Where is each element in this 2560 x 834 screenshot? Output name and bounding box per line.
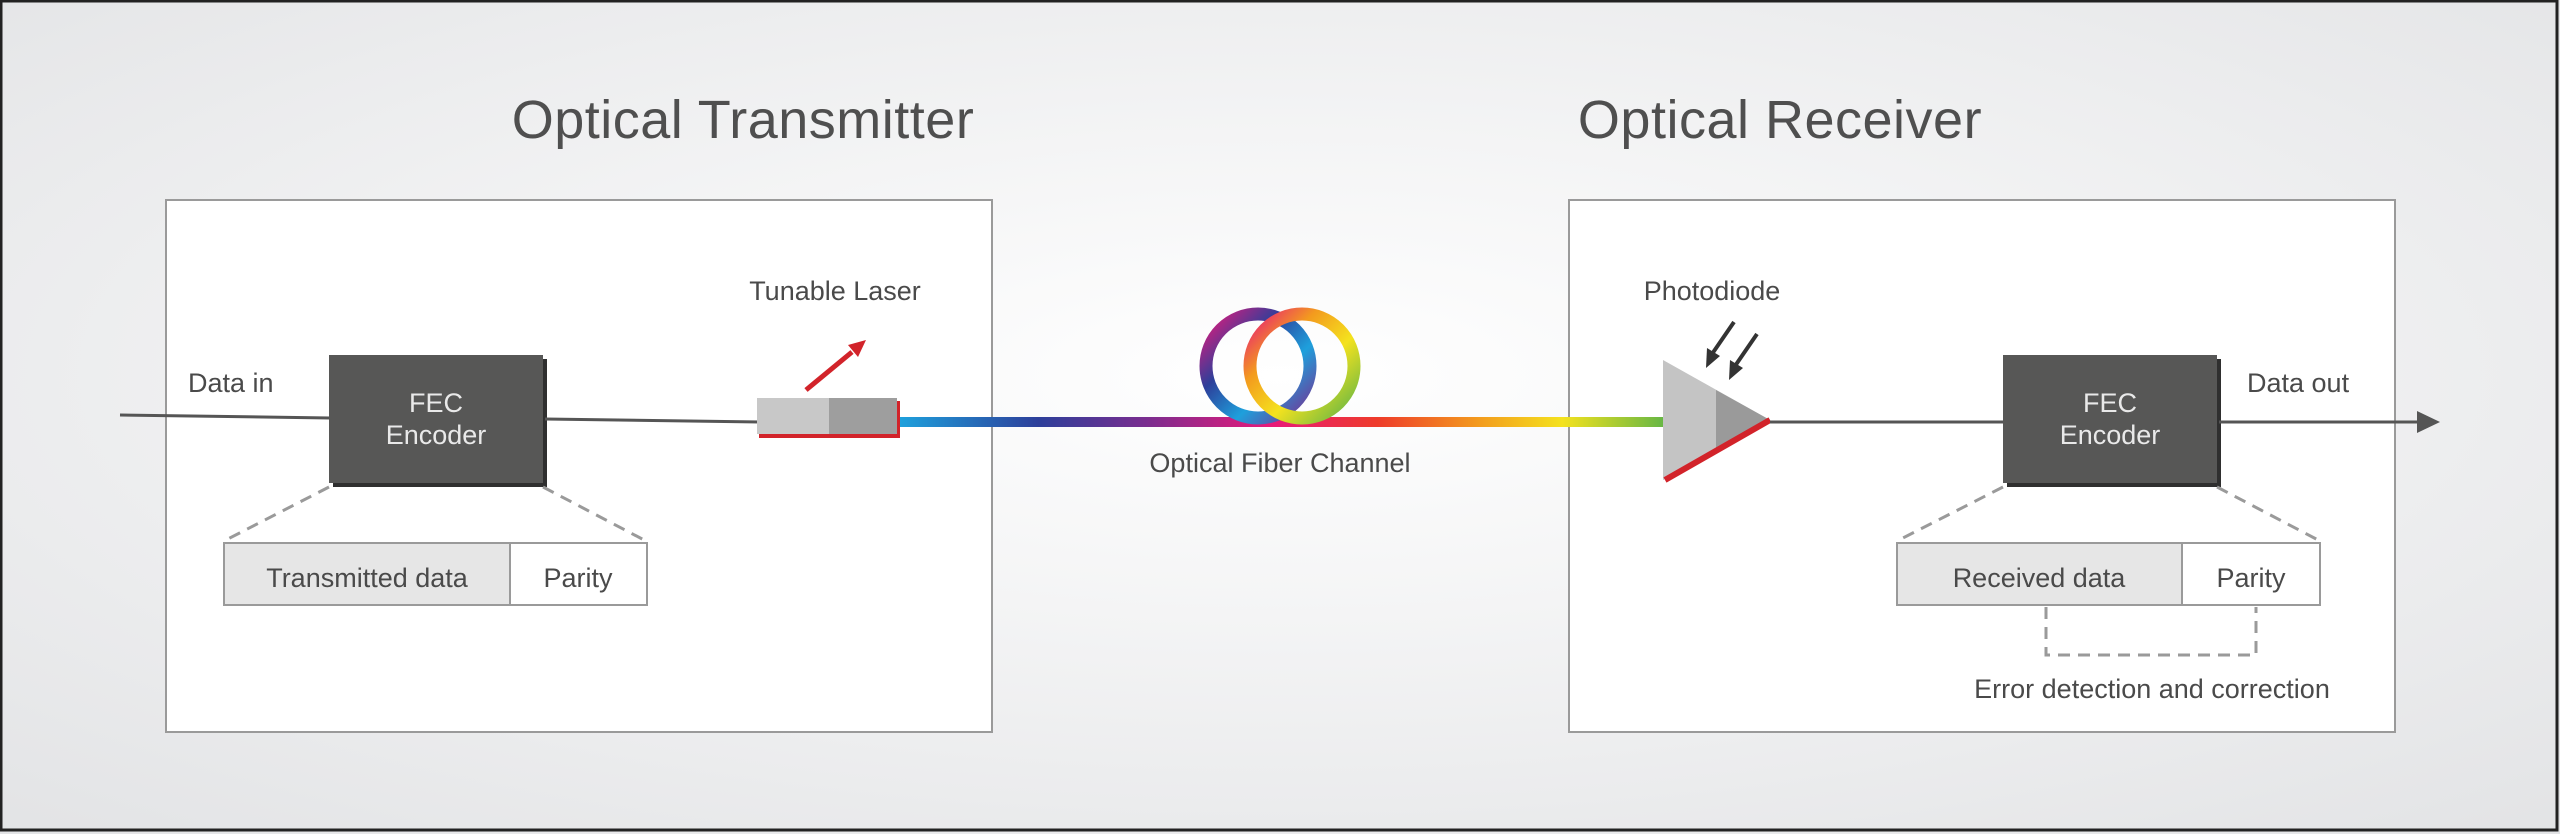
tx-parity-cell (509, 542, 648, 606)
transmitter-title: Optical Transmitter (512, 90, 975, 150)
data-out-label: Data out (2247, 368, 2350, 398)
tx-fec-encoder-box (329, 355, 543, 483)
laser-body-light (757, 398, 829, 434)
error-correction-bracket (2044, 607, 2258, 657)
data-in-line (119, 413, 331, 420)
light-arrow-icon-1 (1706, 348, 1720, 368)
rx-parity-label: Parity (2216, 563, 2286, 593)
rx-encoder-line1: FEC (2083, 388, 2137, 418)
optical-fiber-channel-label: Optical Fiber Channel (1149, 448, 1410, 478)
laser-body-dark (829, 398, 897, 434)
light-arrow-icon-2 (1729, 360, 1743, 380)
tx-encoder-line1: FEC (409, 388, 463, 418)
transmitted-data-label: Transmitted data (266, 563, 469, 593)
photodiode-light-arrow-2 (1733, 332, 1759, 368)
rx-parity-cell (2181, 542, 2321, 606)
optical-fiber-line (900, 417, 1670, 427)
received-data-label: Received data (1953, 563, 2127, 593)
transmitter-panel (165, 199, 993, 733)
laser-tune-arrow-shaft (804, 350, 854, 392)
rx-encoder-line2: Encoder (2060, 420, 2161, 450)
rx-fec-encoder-box (2003, 355, 2217, 483)
data-out-arrow-icon (2417, 411, 2440, 433)
rx-received-data-cell (1896, 542, 2183, 606)
error-detection-label: Error detection and correction (1974, 674, 2330, 704)
photodiode-label: Photodiode (1644, 276, 1781, 306)
tx-encoder-line2: Encoder (386, 420, 487, 450)
photodiode-light-arrow-1 (1710, 320, 1736, 356)
tunable-laser-label: Tunable Laser (749, 276, 921, 306)
fiber-coil-loop-left (1199, 307, 1317, 425)
tune-arrow-icon (848, 340, 866, 357)
photodiode-triangle-shade (1716, 390, 1770, 450)
encoder-to-laser-line (544, 417, 761, 424)
receiver-title: Optical Receiver (1578, 90, 1982, 150)
tx-transmitted-data-cell (223, 542, 511, 606)
data-in-label: Data in (188, 368, 274, 398)
tx-parity-label: Parity (543, 563, 613, 593)
fiber-coil-loop-right (1243, 307, 1361, 425)
photodiode-red-edge (1663, 417, 1772, 483)
